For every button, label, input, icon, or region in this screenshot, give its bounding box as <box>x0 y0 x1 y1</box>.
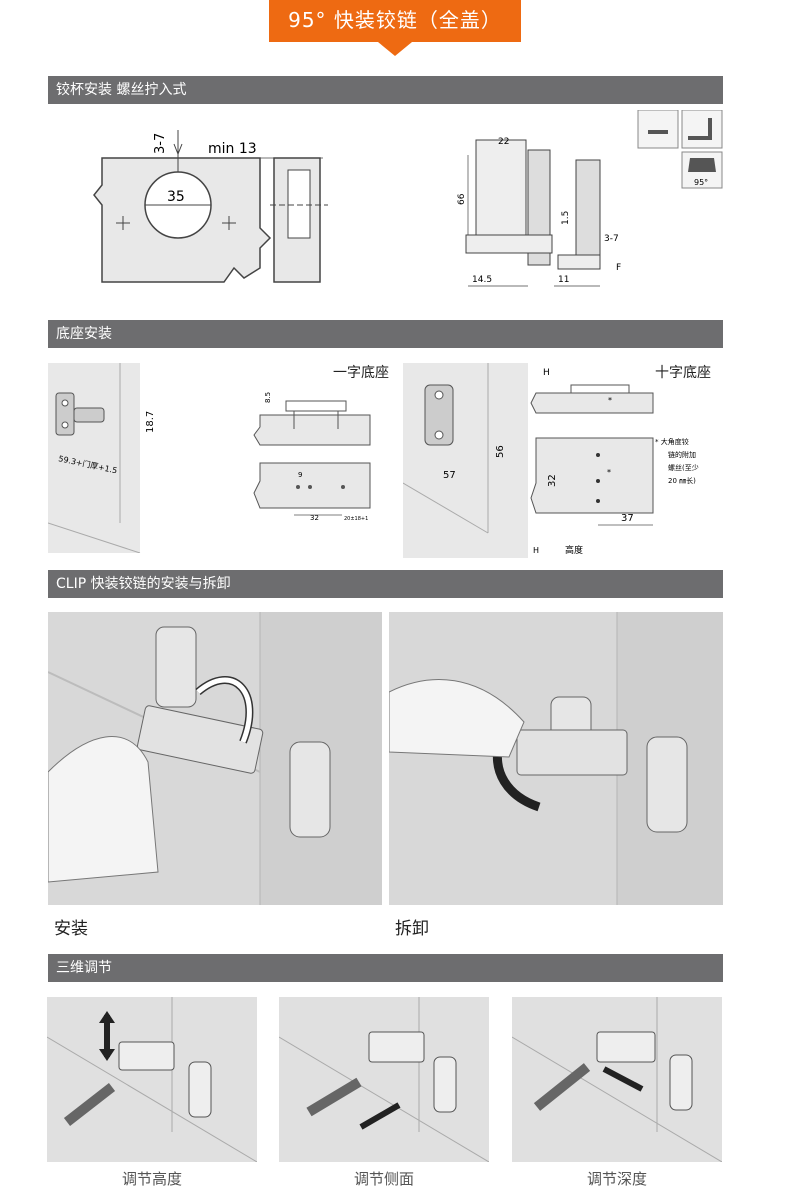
note-line-1: * 大角度铰 <box>655 437 689 446</box>
legend-h-label: 高度 <box>565 544 583 556</box>
adjust-depth-photo <box>512 997 722 1162</box>
label-h: H <box>543 368 550 378</box>
banner-pointer <box>378 42 412 56</box>
banner-title: 95° 快装铰链（全盖） <box>288 8 502 32</box>
dim-32-linear: 32 <box>310 514 319 522</box>
label-cross-plate: 十字底座 <box>655 365 711 381</box>
star-mid: * <box>607 468 611 477</box>
base-linear-diagram: 18.7 59.3+门厚+1.5 8.5 9 32 20±18+1 一字底座 <box>48 363 389 553</box>
dim-formula-small: 20±18+1 <box>344 516 368 522</box>
dim-22: 22 <box>498 137 509 147</box>
dim-cup-diameter: 35 <box>167 189 185 205</box>
dim-56: 56 <box>495 445 506 458</box>
dim-14-5: 14.5 <box>472 275 492 285</box>
caption-depth: 调节深度 <box>586 1170 647 1188</box>
legend-h: H <box>533 546 539 555</box>
note-line-4: 20 ㎜长) <box>668 476 696 485</box>
dim-66: 66 <box>457 193 467 205</box>
label-linear-plate: 一字底座 <box>333 365 389 381</box>
dim-18-7: 18.7 <box>145 411 156 433</box>
base-cross-diagram: 56 57 H * * 32 37 * 大角度铰 链的附加 螺丝(至少 20 ㎜… <box>403 363 711 558</box>
label-remove: 拆卸 <box>395 919 429 939</box>
dim-1-5: 1.5 <box>561 211 571 225</box>
cup-install-diagram: 3-7 35 min 13 22 66 14.5 1.5 3-7 F 11 95… <box>93 110 723 287</box>
clip-install-photo <box>48 612 382 905</box>
section-header-base: 底座安装 <box>48 320 723 348</box>
caption-height: 调节高度 <box>121 1170 182 1188</box>
star-top: * <box>608 396 612 405</box>
dim-9: 9 <box>298 471 302 479</box>
dim-32-cross: 32 <box>547 474 558 487</box>
dim-min: min 13 <box>208 141 257 157</box>
label-install: 安装 <box>54 919 88 939</box>
adjust-height-photo <box>47 997 257 1162</box>
dim-3-7-right: 3-7 <box>604 234 619 244</box>
dim-57: 57 <box>443 470 456 481</box>
page-banner: 95° 快装铰链（全盖） <box>269 0 521 42</box>
section-header-cup: 铰杯安装 螺丝拧入式 <box>48 76 723 104</box>
dim-37: 37 <box>621 513 634 524</box>
note-line-2: 链的附加 <box>668 450 696 459</box>
clip-remove-photo <box>389 612 723 905</box>
dim-cup-edge: 3-7 <box>153 133 168 154</box>
angle-label: 95° <box>694 178 708 187</box>
adjust-side-photo <box>279 997 489 1162</box>
dim-f: F <box>616 263 621 273</box>
dim-8-5: 8.5 <box>264 392 272 403</box>
caption-side: 调节侧面 <box>353 1170 414 1188</box>
dim-11: 11 <box>558 275 569 285</box>
section-header-clip: CLIP 快装铰链的安装与拆卸 <box>48 570 723 598</box>
note-line-3: 螺丝(至少 <box>668 463 699 472</box>
section-header-adjust: 三维调节 <box>48 954 723 982</box>
